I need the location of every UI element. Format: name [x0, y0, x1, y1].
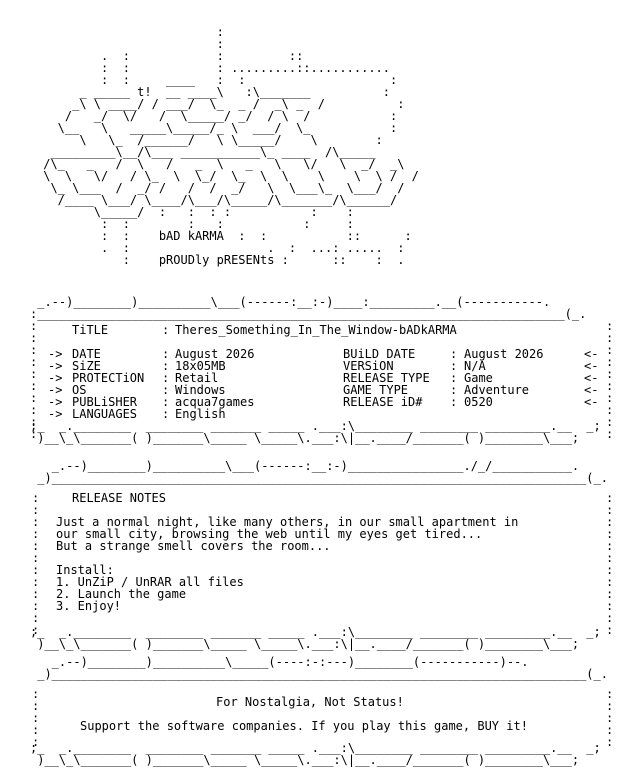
info-colon: :: [162, 407, 170, 421]
info-box-frame: _.--)________)__________\___(------:__:-…: [30, 284, 586, 320]
info-left-value: 18x05MB: [175, 359, 226, 373]
info-colon: :: [450, 395, 458, 409]
install-step: 3. Enjoy!: [56, 599, 122, 613]
arrow-left-icon: ->: [48, 383, 63, 397]
info-left-label: DATE: [72, 347, 101, 361]
footer-slogan: For Nostalgia, Not Status!: [216, 695, 404, 709]
info-title-colon: :: [162, 323, 170, 337]
arrow-right-icon: <-: [584, 395, 599, 409]
info-left-value: Retail: [175, 371, 219, 385]
arrow-left-icon: ->: [48, 347, 63, 361]
notes-heading: RELEASE NOTES: [72, 491, 166, 505]
install-step: 2. Launch the game: [56, 587, 187, 601]
info-colon: :: [450, 347, 458, 361]
info-right-label: VERSiON: [343, 359, 394, 373]
footer-box-side-borders-right: : : : : :: [606, 687, 614, 749]
info-box-side-borders: : : : : : : : : : :: [30, 319, 38, 441]
arrow-left-icon: ->: [48, 371, 63, 385]
info-title-value: Theres_Something_In_The_Window-bADkARMA: [175, 323, 457, 337]
info-right-label: GAME TYPE: [343, 383, 409, 397]
info-left-label: PROTECTiON: [72, 371, 145, 385]
info-colon: :: [450, 383, 458, 397]
info-colon: :: [450, 371, 458, 385]
info-right-label: RELEASE TYPE: [343, 371, 430, 385]
info-right-value: Adventure: [464, 383, 530, 397]
install-heading: Install:: [56, 563, 114, 577]
info-box-top-border: _.--)________)__________\___(------:__:-…: [30, 295, 587, 321]
info-colon: :: [450, 359, 458, 373]
arrow-left-icon: ->: [48, 359, 63, 373]
footer-box-bottom-border: ;_ _.________ ________ _______ _____ .__…: [30, 741, 601, 767]
info-left-value: English: [175, 407, 226, 421]
info-colon: :: [162, 395, 170, 409]
info-colon: :: [162, 371, 170, 385]
info-colon: :: [162, 347, 170, 361]
notes-box-side-borders: : : : : : : : : : : : :: [32, 491, 40, 637]
info-left-value: Windows: [175, 383, 226, 397]
info-left-label: LANGUAGES: [72, 407, 138, 421]
info-left-label: PUBLiSHER: [72, 395, 138, 409]
arrow-right-icon: <-: [584, 383, 599, 397]
arrow-right-icon: <-: [584, 347, 599, 361]
info-colon: :: [162, 383, 170, 397]
notes-box-side-borders-right: : : : : : : : : : : : :: [606, 491, 614, 637]
notes-body: Just a normal night, like many others, i…: [56, 515, 519, 553]
info-right-value: N/A: [464, 359, 486, 373]
arrow-left-icon: ->: [48, 407, 63, 421]
notes-box-bottom-border: ;_ _.________ ________ _______ _____ .__…: [30, 625, 601, 651]
notes-box-top-border: _.--)________)__________\___(------:__:-…: [37, 459, 608, 485]
arrow-right-icon: <-: [584, 359, 599, 373]
arrow-left-icon: ->: [48, 395, 63, 409]
info-box-side-borders-right: : : : : : : : : : :: [606, 319, 614, 441]
arrow-right-icon: <-: [584, 371, 599, 385]
info-left-value: August 2026: [175, 347, 255, 361]
info-right-value: 0520: [464, 395, 493, 409]
info-right-label: BUiLD DATE: [343, 347, 416, 361]
info-right-label: RELEASE iD#: [343, 395, 423, 409]
info-title-label: TiTLE: [72, 323, 109, 337]
info-right-value: Game: [464, 371, 493, 385]
footer-support-message: Support the software companies. If you p…: [80, 719, 528, 733]
logo-ascii-art: : : . : : :: : : : .........::..........…: [43, 25, 419, 267]
info-left-label: SiZE: [72, 359, 101, 373]
info-right-value: August 2026: [464, 347, 544, 361]
footer-box-side-borders: : : : : :: [32, 687, 40, 749]
info-box-bottom-border: ;_ _.________ ________ _______ _____ .__…: [30, 419, 601, 445]
info-left-label: OS: [72, 383, 87, 397]
info-colon: :: [162, 359, 170, 373]
info-left-value: acqua7games: [175, 395, 255, 409]
install-step: 1. UnZiP / UnRAR all files: [56, 575, 244, 589]
footer-box-top-border: _.--)________)__________\_____(----:-:--…: [37, 655, 608, 681]
